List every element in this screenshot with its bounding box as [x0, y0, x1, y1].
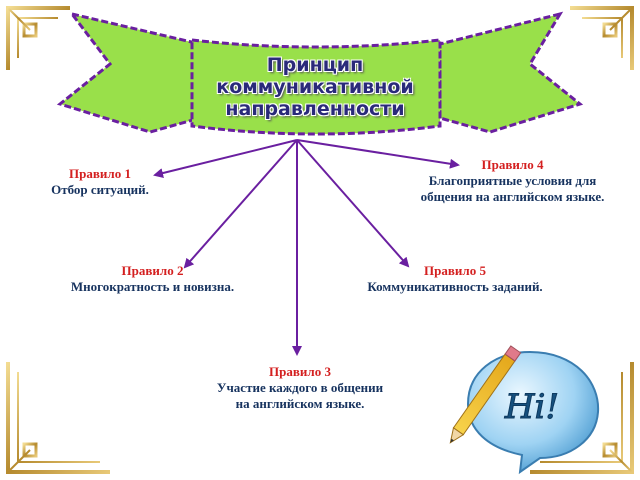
- rule-3-text-line-1: Участие каждого в общении: [216, 380, 384, 395]
- rule-1: Правило 1 Отбор ситуаций.: [20, 166, 180, 198]
- bubble-text: Hi!: [504, 387, 559, 427]
- rule-2: Правило 2 Многократность и новизна.: [30, 263, 275, 295]
- rule-5: Правило 5 Коммуникативность заданий.: [330, 263, 580, 295]
- banner-title-line-1: Принцип: [266, 54, 364, 76]
- frame-corner-bottom-right: [530, 362, 634, 474]
- rule-4: Правило 4 Благоприятные условия для обще…: [380, 157, 640, 205]
- rule-4-text-line-2: общения на английском языке.: [420, 189, 605, 204]
- rule-3-title: Правило 3: [269, 364, 331, 379]
- rule-4-title: Правило 4: [481, 157, 544, 172]
- pencil-icon: [449, 345, 522, 444]
- rule-5-title: Правило 5: [424, 263, 486, 278]
- rule-2-text: Многократность и новизна.: [70, 279, 235, 294]
- banner-title-line-3: направленности: [225, 98, 405, 120]
- rule-1-text: Отбор ситуаций.: [51, 182, 149, 197]
- rule-3: Правило 3 Участие каждого в общении на а…: [160, 364, 440, 412]
- arrow-to-rule-4: [296, 139, 460, 169]
- frame-corner-top-left: [6, 6, 70, 70]
- banner-front: [190, 38, 442, 136]
- arrow-to-rule-1: [153, 139, 298, 178]
- speech-bubble-icon: Hi!: [466, 350, 600, 475]
- frame-corner-top-right: [570, 6, 634, 70]
- banner-title: Принцип коммуникативной направленности: [190, 54, 440, 120]
- rule-2-title: Правило 2: [121, 263, 184, 278]
- rule-3-text-line-2: на английском языке.: [235, 396, 365, 411]
- arrow-to-rule-2: [183, 139, 298, 269]
- rule-4-text-line-1: Благоприятные условия для: [428, 173, 597, 188]
- rule-1-title: Правило 1: [69, 166, 131, 181]
- frame-corner-bottom-left: [6, 362, 110, 474]
- rule-5-text: Коммуникативность заданий.: [367, 279, 543, 294]
- banner-title-line-2: коммуникативной: [216, 76, 414, 98]
- arrow-to-rule-5: [296, 139, 410, 268]
